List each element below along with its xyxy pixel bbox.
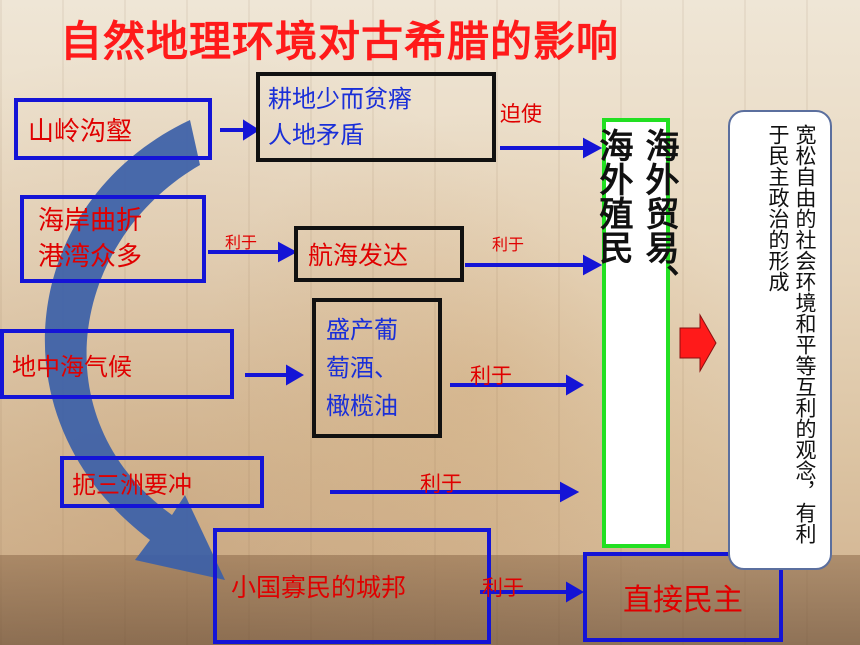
node-citystate: 小国寡民的城邦	[213, 528, 491, 644]
node-democracy: 直接民主	[583, 552, 783, 642]
label-benefit-4: 利于	[420, 472, 462, 496]
node-trade: 海外贸易、 海外殖民	[593, 118, 679, 548]
node-mountains: 山岭沟壑	[14, 98, 212, 160]
node-products: 盛产葡 萄酒、 橄榄油	[312, 298, 442, 438]
node-climate: 地中海气候	[0, 329, 234, 399]
label-forced: 迫使	[500, 102, 542, 126]
label-benefit-5: 利于	[482, 576, 524, 600]
node-navigation: 航海发达	[294, 226, 464, 282]
node-crossroads: 扼三洲要冲	[60, 456, 264, 508]
label-benefit-3: 利于	[470, 364, 512, 388]
slide-title: 自然地理环境对古希腊的影响	[60, 17, 620, 66]
curved-big-arrow	[44, 120, 225, 580]
background-band	[0, 555, 860, 645]
label-benefit-2: 利于	[492, 235, 525, 254]
node-coast: 海岸曲折 港湾众多	[20, 195, 206, 283]
label-benefit-1: 利于	[225, 233, 258, 252]
node-result: 宽松自由的社会环境和平等互利的观念，有利于民主政治的形成	[728, 110, 832, 570]
node-farmland: 耕地少而贫瘠 人地矛盾	[256, 72, 496, 162]
red-block-arrow	[679, 313, 717, 373]
